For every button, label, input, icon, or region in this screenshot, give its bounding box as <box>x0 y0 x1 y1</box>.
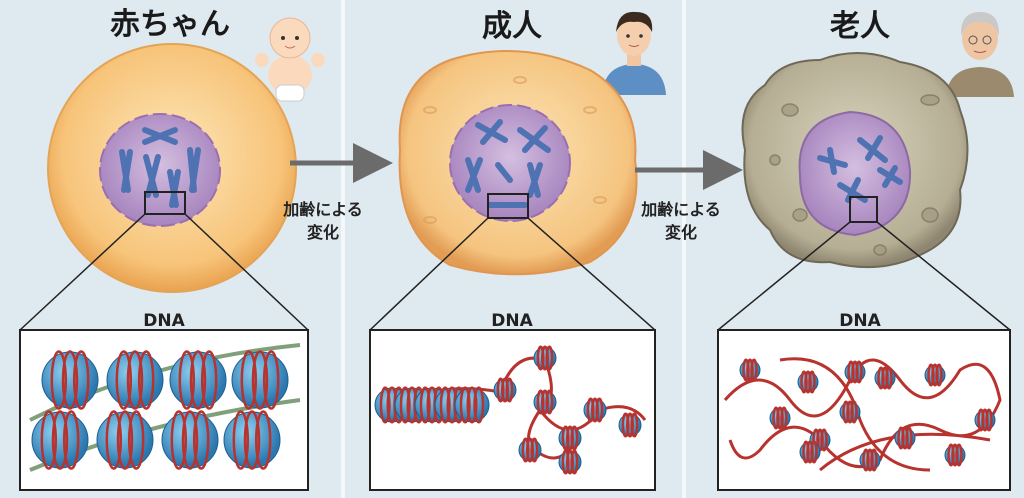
dna-wrap <box>399 386 411 424</box>
dna-wrap <box>855 360 863 384</box>
dna-wrap <box>466 386 478 424</box>
dna-strand <box>723 357 1002 472</box>
elderly-nucleus <box>798 110 912 237</box>
dna-wrap <box>243 410 261 470</box>
dna-wrap <box>240 350 258 410</box>
dna-wrap <box>595 397 604 423</box>
panel-elderly: DNA 老人 <box>717 9 1014 491</box>
dna-wrap <box>251 350 269 410</box>
dna-wrap <box>419 386 431 424</box>
transition-label: 加齢による <box>282 200 363 219</box>
dna-wrap <box>905 426 913 450</box>
dna-wrap <box>62 410 80 470</box>
transition-label: 変化 <box>665 223 697 242</box>
histone <box>169 351 227 409</box>
elderly-chromosomes <box>817 135 903 203</box>
dna-wrap <box>955 443 963 467</box>
dna-wrap <box>570 449 579 475</box>
dna-wrap <box>200 350 218 410</box>
dna-wrap <box>254 410 272 470</box>
dna-wrap <box>473 386 485 424</box>
dna-wrap <box>750 358 758 382</box>
zoom-box <box>487 193 529 219</box>
adult-chromosomes <box>465 119 551 208</box>
histone <box>231 351 289 409</box>
zoom-box <box>849 196 878 223</box>
histone <box>106 351 164 409</box>
panel-title: 成人 <box>482 9 542 44</box>
zoom-box <box>144 191 186 215</box>
dna-label: DNA <box>839 311 881 331</box>
dna-wrap <box>505 377 514 403</box>
dna-wrap <box>189 350 207 410</box>
partially-relaxed-chromatin <box>374 345 647 475</box>
dna-wrap <box>115 350 133 410</box>
adult-icon <box>602 11 666 95</box>
dna-wrap <box>545 345 554 371</box>
dna-wrap <box>127 410 145 470</box>
histone <box>41 351 99 409</box>
transition-label: 変化 <box>307 223 339 242</box>
panel-title: 赤ちゃん <box>110 7 230 42</box>
baby-nucleus <box>99 113 221 227</box>
panel-adult: DNA 成人 <box>369 9 666 491</box>
dna-wrap <box>61 350 79 410</box>
relaxed-chromatin <box>723 357 1002 472</box>
dna-wrap <box>40 410 58 470</box>
dna-wrap <box>570 425 579 451</box>
panel-divider <box>341 0 345 498</box>
dna-wrap <box>985 408 993 432</box>
panel-divider <box>682 0 686 498</box>
dna-wrap <box>885 366 893 390</box>
baby-icon <box>255 17 325 102</box>
dna-wrap <box>116 410 134 470</box>
panel-title: 老人 <box>830 9 890 44</box>
dna-wrap <box>50 350 68 410</box>
dna-wrap <box>170 410 188 470</box>
dna-wrap <box>808 370 816 394</box>
dna-wrap <box>530 437 539 463</box>
histone <box>31 411 89 469</box>
dna-wrap <box>51 410 69 470</box>
histone <box>161 411 219 469</box>
dna-label: DNA <box>143 311 185 331</box>
dna-wrap <box>137 350 155 410</box>
transition-label: 加齢による <box>640 200 721 219</box>
histone <box>96 411 154 469</box>
histone <box>223 411 281 469</box>
dna-wrap <box>820 428 828 452</box>
dna-wrap <box>870 448 878 472</box>
dna-label: DNA <box>491 311 533 331</box>
dna-wrap <box>105 410 123 470</box>
dna-wrap <box>262 350 280 410</box>
elderly-icon <box>946 12 1014 97</box>
dna-wrap <box>935 363 943 387</box>
dna-wrap <box>178 350 196 410</box>
panel-baby: DNA 赤ちゃん <box>19 7 325 491</box>
dna-wrap <box>545 389 554 415</box>
dna-wrap <box>72 350 90 410</box>
dna-wrap <box>850 400 858 424</box>
dna-wrap <box>232 410 250 470</box>
dna-wrap <box>459 386 471 424</box>
dna-wrap <box>810 440 818 464</box>
dna-wrap <box>379 386 391 424</box>
condensed-chromatin <box>29 343 301 472</box>
dna-wrap <box>126 350 144 410</box>
dna-wrap <box>630 412 639 438</box>
baby-chromosomes <box>119 127 201 208</box>
dna-wrap <box>439 386 451 424</box>
dna-wrap <box>181 410 199 470</box>
dna-wrap <box>192 410 210 470</box>
dna-wrap <box>780 406 788 430</box>
